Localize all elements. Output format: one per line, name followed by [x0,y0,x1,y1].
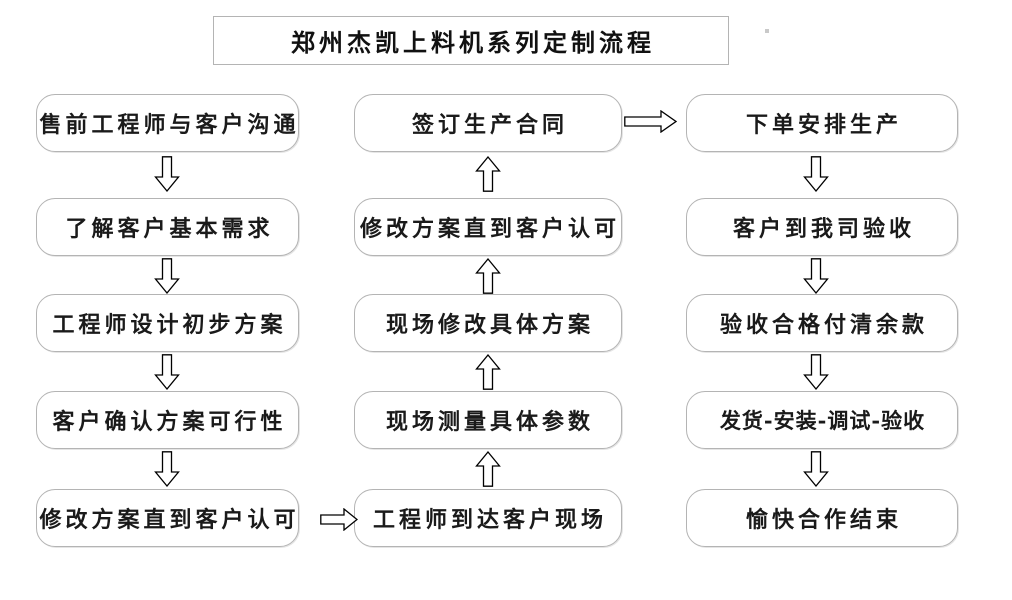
title-box: 郑州杰凯上料机系列定制流程 [213,16,729,65]
arrow-down-icon [803,354,829,390]
step-revise-until-approved-2: 修改方案直到客户认可 [354,198,622,256]
arrow-up-icon [475,354,501,390]
step-label: 工程师到达客户现场 [372,507,607,533]
step-label: 了解客户基本需求 [65,216,274,242]
step-label: 客户确认方案可行性 [52,409,287,435]
step-label: 现场测量具体参数 [385,409,594,435]
step-pay-balance: 验收合格付清余款 [686,294,958,352]
step-presales-communication: 售前工程师与客户沟通 [36,94,299,152]
step-onsite-revise-plan: 现场修改具体方案 [354,294,622,352]
step-label: 发货-安装-调试-验收 [719,408,926,433]
arrow-down-icon [154,156,180,192]
step-ship-install-debug-accept: 发货-安装-调试-验收 [686,391,958,449]
arrow-up-icon [475,156,501,192]
selection-handle-dot [765,29,769,33]
step-order-production: 下单安排生产 [686,94,958,152]
step-label: 修改方案直到客户认可 [359,216,620,242]
step-onsite-measure-params: 现场测量具体参数 [354,391,622,449]
arrow-down-icon [154,354,180,390]
step-understand-needs: 了解客户基本需求 [36,198,299,256]
step-label: 修改方案直到客户认可 [39,507,300,533]
step-label: 下单安排生产 [745,112,902,138]
step-engineer-arrives-site: 工程师到达客户现场 [354,489,622,547]
step-label: 愉快合作结束 [745,507,902,533]
step-confirm-feasibility: 客户确认方案可行性 [36,391,299,449]
step-label: 现场修改具体方案 [385,312,594,338]
step-label: 客户到我司验收 [732,216,915,242]
step-label: 签订生产合同 [411,112,568,138]
arrow-down-icon [154,451,180,487]
step-label: 验收合格付清余款 [719,312,928,338]
arrow-down-icon [154,258,180,294]
arrow-up-icon [475,451,501,487]
step-label: 售前工程师与客户沟通 [39,112,300,138]
step-happy-cooperation-end: 愉快合作结束 [686,489,958,547]
arrow-down-icon [803,156,829,192]
arrow-up-icon [475,258,501,294]
step-customer-acceptance-visit: 客户到我司验收 [686,198,958,256]
arrow-right-icon [624,110,677,133]
step-sign-contract: 签订生产合同 [354,94,622,152]
step-label: 工程师设计初步方案 [52,312,287,338]
arrow-down-icon [803,451,829,487]
step-revise-until-approved-1: 修改方案直到客户认可 [36,489,299,547]
arrow-down-icon [803,258,829,294]
page-title: 郑州杰凯上料机系列定制流程 [291,28,655,57]
arrow-right-icon [320,508,358,531]
step-initial-design: 工程师设计初步方案 [36,294,299,352]
